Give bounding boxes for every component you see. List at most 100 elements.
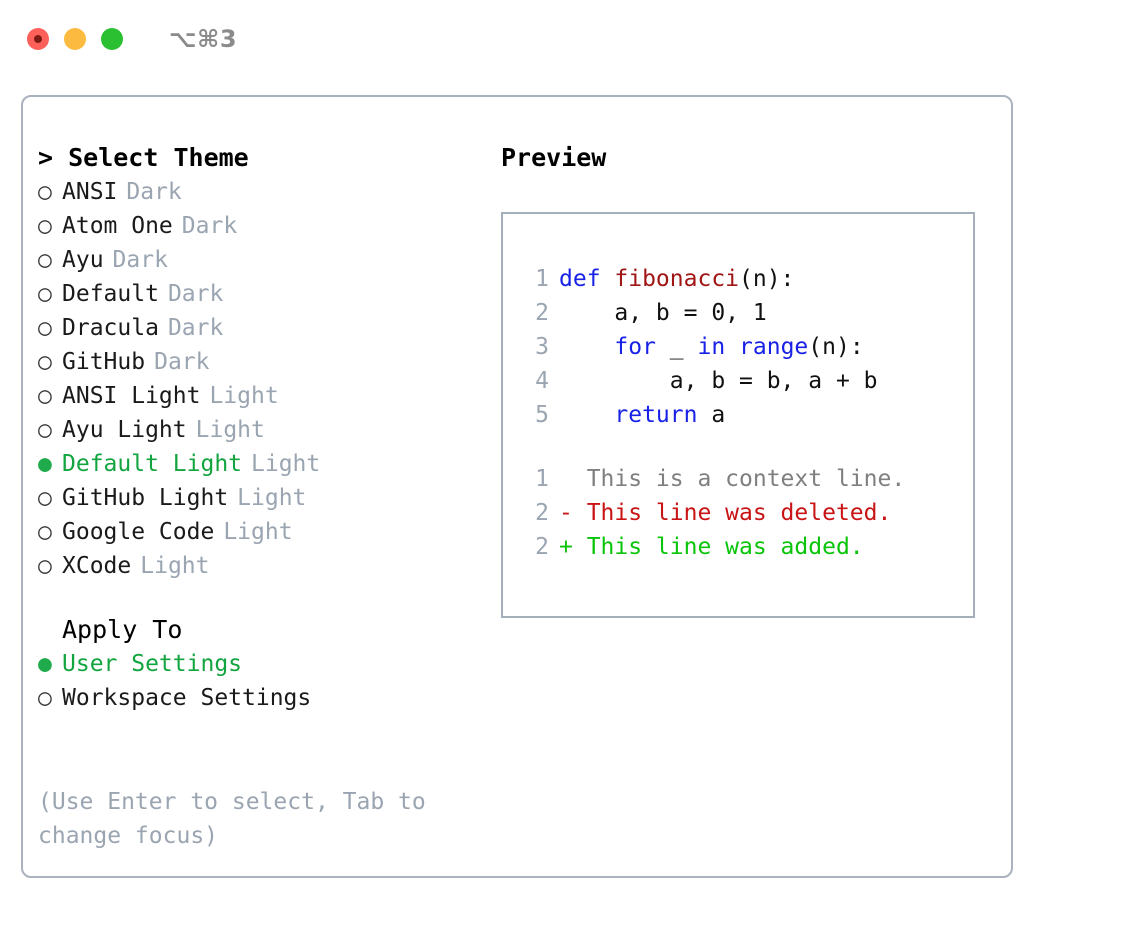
code-token: a <box>697 402 726 428</box>
theme-variant-tag: Light <box>251 451 321 477</box>
line-content: for _ in range(n): <box>559 330 863 364</box>
theme-option-label: Ayu Light <box>62 417 187 443</box>
code-line: 4 a, b = b, a + b <box>519 364 878 398</box>
code-token: + This line was added. <box>559 534 864 560</box>
theme-variant-tag: Light <box>237 485 307 511</box>
line-number: 2 <box>535 500 549 526</box>
radio-selected-icon: ● <box>38 651 52 677</box>
minimize-button[interactable] <box>64 28 86 50</box>
code-line: 2 a, b = 0, 1 <box>519 296 878 330</box>
theme-option-ansi-light[interactable]: ○ ANSI Light Light <box>38 379 488 413</box>
radio-unselected-icon: ○ <box>38 485 52 511</box>
apply-to-option-list: ● User Settings ○ Workspace Settings <box>38 647 488 715</box>
code-line: 5 return a <box>519 398 878 432</box>
code-token: return <box>614 402 698 428</box>
code-token: a, b = b, a + b <box>559 368 878 394</box>
line-content: a, b = b, a + b <box>559 364 878 398</box>
radio-unselected-icon: ○ <box>38 685 52 711</box>
code-token: def <box>559 266 615 292</box>
apply-option-label: User Settings <box>62 651 243 677</box>
code-line: 1 def fibonacci(n): <box>519 262 878 296</box>
code-token: for <box>614 334 656 360</box>
theme-option-github-light[interactable]: ○ GitHub Light Light <box>38 481 488 515</box>
code-token <box>559 334 614 360</box>
apply-to-header: Apply To <box>62 615 183 644</box>
theme-variant-tag: Dark <box>154 349 210 375</box>
code-token: range <box>739 334 809 360</box>
line-number: 2 <box>535 300 549 326</box>
theme-option-label: ANSI <box>62 179 118 205</box>
theme-option-label: Dracula <box>62 315 159 341</box>
radio-unselected-icon: ○ <box>38 383 52 409</box>
theme-variant-tag: Dark <box>181 213 238 239</box>
code-line: 3 for _ in range(n): <box>519 330 878 364</box>
radio-unselected-icon: ○ <box>38 179 52 205</box>
code-token: - This line was deleted. <box>559 500 892 526</box>
code-token <box>559 402 614 428</box>
theme-variant-tag: Light <box>209 383 279 409</box>
code-token: fibonacci <box>614 266 740 292</box>
line-content: - This line was deleted. <box>559 496 891 530</box>
diff-line: 1 This is a context line. <box>519 462 905 496</box>
theme-option-label: Default Light <box>62 451 243 477</box>
line-content: a, b = 0, 1 <box>559 296 767 330</box>
theme-option-ansi[interactable]: ○ ANSI Dark <box>38 175 488 209</box>
theme-option-label: Ayu <box>62 247 104 273</box>
line-content: + This line was added. <box>559 530 864 564</box>
theme-option-label: XCode <box>62 553 132 579</box>
theme-variant-tag: Dark <box>112 247 168 273</box>
theme-option-label: GitHub Light <box>62 485 229 511</box>
line-number: 4 <box>535 368 549 394</box>
code-token: _ <box>655 334 698 360</box>
radio-unselected-icon: ○ <box>38 349 52 375</box>
keyboard-hint-text: (Use Enter to select, Tab to change focu… <box>38 789 426 849</box>
code-token: in <box>697 334 726 360</box>
theme-option-default-light[interactable]: ● Default Light Light <box>38 447 488 481</box>
code-token: This is a context line. <box>559 466 906 492</box>
theme-variant-tag: Dark <box>126 179 182 205</box>
title-bar: ⌥⌘3 <box>0 0 1140 78</box>
theme-variant-tag: Light <box>195 417 265 443</box>
maximize-button[interactable] <box>101 28 123 50</box>
preview-title: Preview <box>501 143 607 172</box>
close-button[interactable] <box>27 28 49 50</box>
line-content: def fibonacci(n): <box>559 262 794 296</box>
line-number: 1 <box>535 266 549 292</box>
diff-sample: 1 This is a context line. 2 - This line wa… <box>519 462 905 564</box>
theme-variant-tag: Dark <box>167 281 224 307</box>
radio-unselected-icon: ○ <box>38 315 52 341</box>
theme-option-label: Default <box>62 281 159 307</box>
code-token: a, b = 0, 1 <box>559 300 767 326</box>
line-number: 3 <box>535 334 549 360</box>
theme-variant-tag: Light <box>223 519 293 545</box>
line-content: This is a context line. <box>559 462 906 496</box>
line-number: 5 <box>535 402 549 428</box>
theme-variant-tag: Light <box>140 553 210 579</box>
apply-option-user-settings[interactable]: ● User Settings <box>38 647 488 681</box>
radio-selected-icon: ● <box>38 451 52 477</box>
line-number: 1 <box>535 466 549 492</box>
theme-option-label: ANSI Light <box>62 383 201 409</box>
line-number: 2 <box>535 534 549 560</box>
select-theme-header: > Select Theme <box>38 143 249 172</box>
apply-option-workspace-settings[interactable]: ○ Workspace Settings <box>38 681 488 715</box>
theme-option-label: Google Code <box>62 519 215 545</box>
window-title: ⌥⌘3 <box>169 25 238 53</box>
line-content: return a <box>559 398 725 432</box>
apply-option-label: Workspace Settings <box>62 685 312 711</box>
theme-option-google-code[interactable]: ○ Google Code Light <box>38 515 488 549</box>
radio-unselected-icon: ○ <box>38 519 52 545</box>
